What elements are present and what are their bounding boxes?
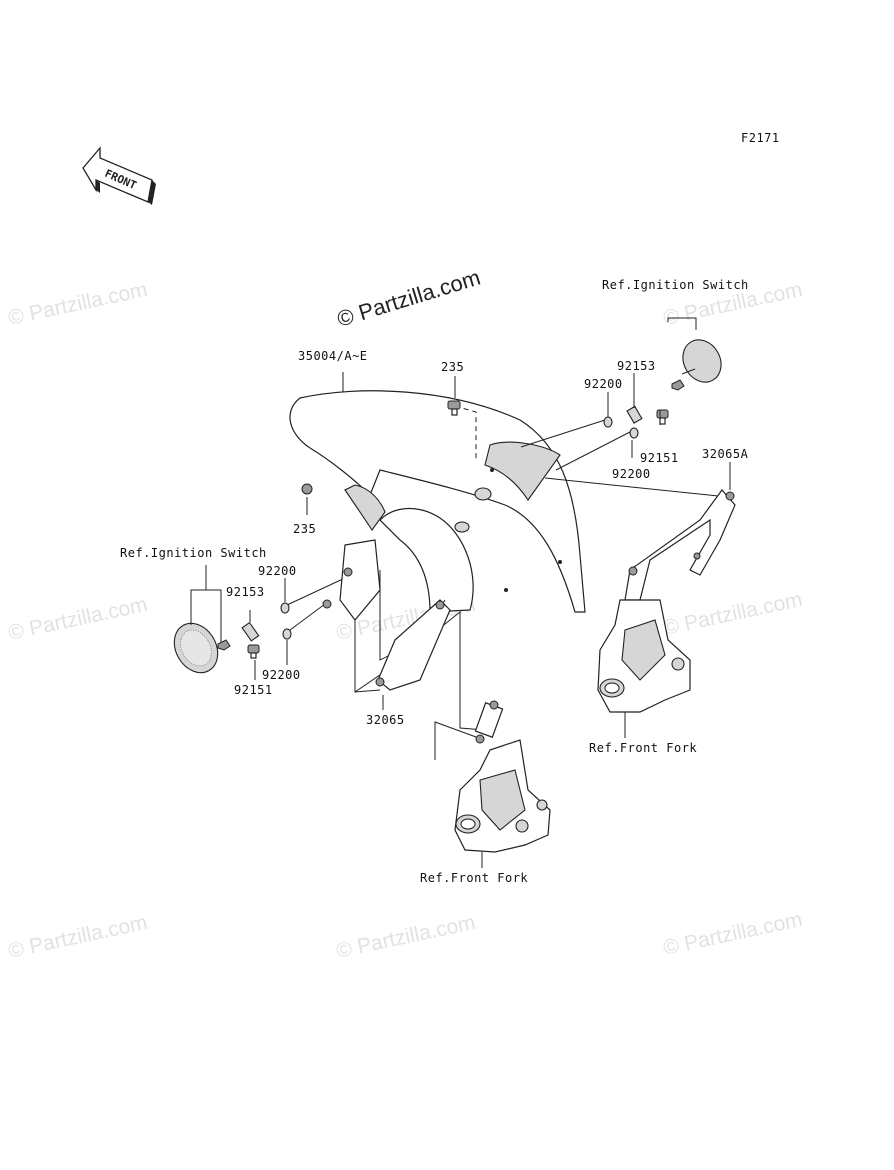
spacer-right: [626, 405, 643, 424]
label-ref-ignition-left: Ref.Ignition Switch: [120, 546, 267, 560]
label-35004: 35004/A~E: [298, 349, 368, 363]
label-92153-left: 92153: [226, 585, 265, 599]
nut-right: [671, 379, 685, 391]
ignition-switch-ref-right: [667, 317, 722, 383]
label-ref-ignition-right: Ref.Ignition Switch: [602, 278, 749, 292]
front-fender: [289, 390, 586, 613]
label-32065: 32065: [366, 713, 405, 727]
bracket-32065: [322, 539, 451, 710]
label-235-left: 235: [293, 522, 316, 536]
copyright-text: © Partzilla.com: [334, 265, 483, 332]
bolt-235-left: [301, 483, 313, 495]
bolt-235-top: [447, 400, 461, 416]
front-fork-left: [454, 700, 551, 868]
screw-right: [656, 409, 669, 425]
label-92153-right: 92153: [617, 359, 656, 373]
washer-left-b: [282, 628, 292, 640]
nut-left: [217, 639, 231, 651]
watermark: © Partzilla.com: [661, 908, 804, 960]
label-235-top: 235: [441, 360, 464, 374]
label-92200-left-a: 92200: [258, 564, 297, 578]
watermark: © Partzilla.com: [6, 911, 149, 963]
watermark: © Partzilla.com: [661, 588, 804, 640]
watermark: © Partzilla.com: [6, 593, 149, 645]
washer-left-a: [280, 602, 290, 614]
figure-code: F2171: [741, 131, 780, 145]
spacer-left: [241, 610, 260, 642]
watermark: © Partzilla.com: [6, 278, 149, 330]
washer-right-a: [603, 416, 613, 428]
label-92200-right-a: 92200: [584, 377, 623, 391]
bracket-32065a: [624, 489, 736, 601]
label-ref-fork-left: Ref.Front Fork: [420, 871, 528, 885]
label-92200-right-b: 92200: [612, 467, 651, 481]
ignition-switch-ref-left: [173, 565, 222, 674]
watermark: © Partzilla.com: [334, 911, 477, 963]
watermark-layer: © Partzilla.com © Partzilla.com © Partzi…: [6, 278, 804, 963]
label-32065a: 32065A: [702, 447, 749, 461]
front-arrow-icon: FRONT: [82, 146, 156, 205]
label-92151-left: 92151: [234, 683, 273, 697]
label-ref-fork-right: Ref.Front Fork: [589, 741, 697, 755]
washer-right-b: [629, 427, 639, 439]
screw-left: [247, 644, 260, 659]
front-fork-right: [597, 599, 691, 738]
label-92200-left-b: 92200: [262, 668, 301, 682]
label-92151-right: 92151: [640, 451, 679, 465]
